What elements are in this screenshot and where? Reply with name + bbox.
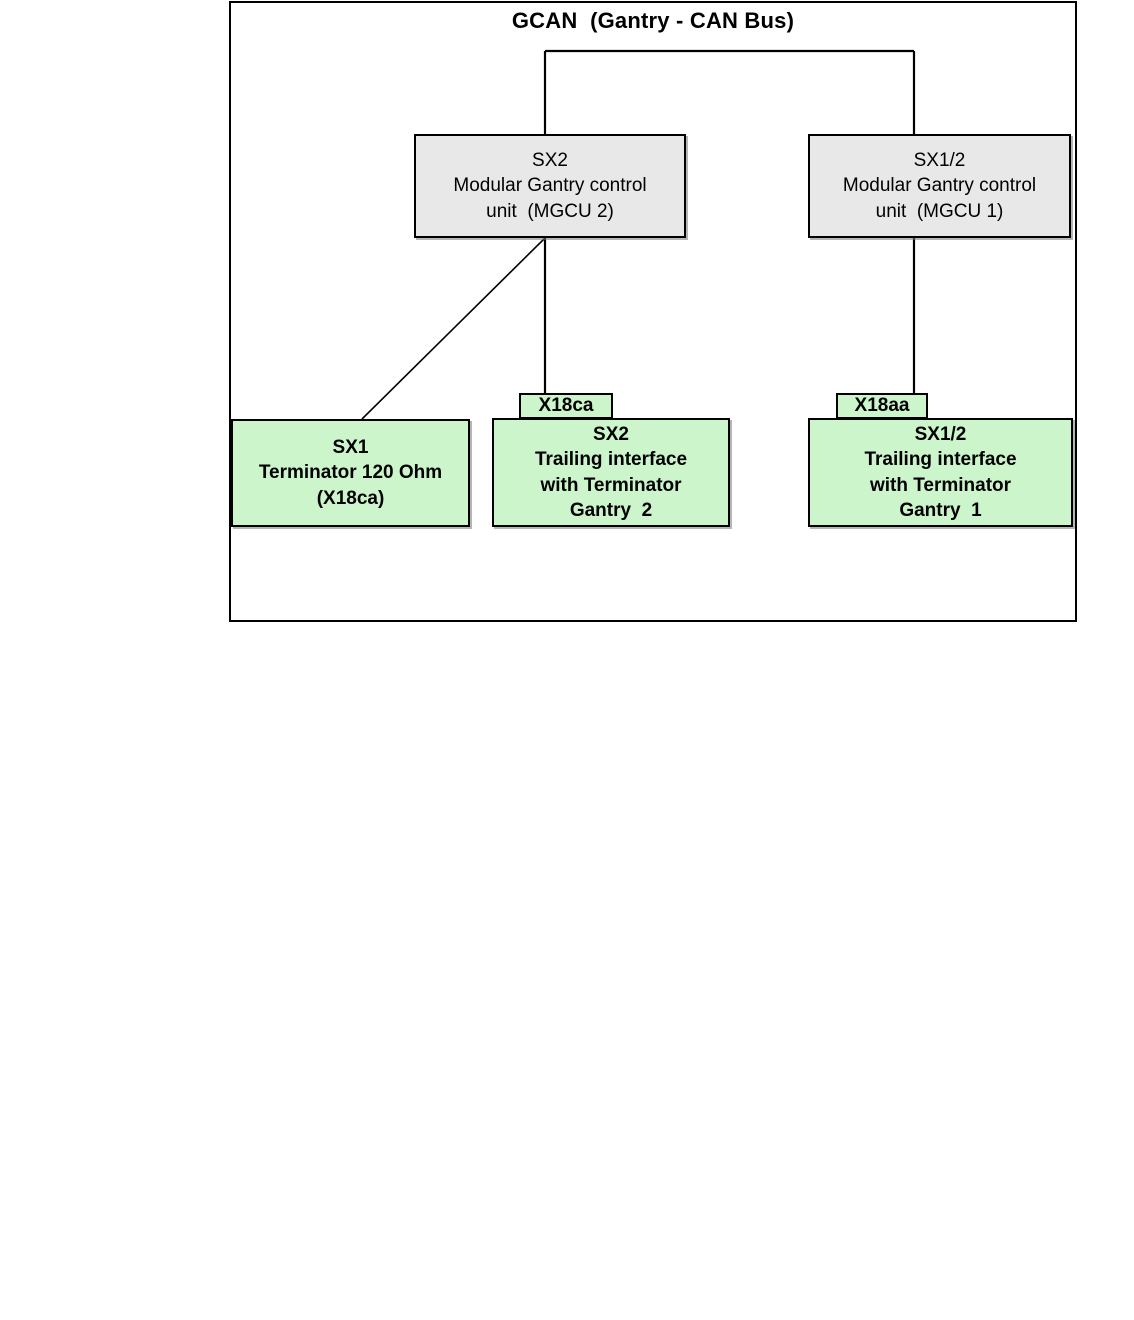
connector-tab-x18aa-label: X18aa — [854, 395, 910, 416]
node-sx1-terminator-line2: Terminator 120 Ohm — [258, 462, 443, 484]
node-sx12-trailing-line2: Trailing interface — [864, 449, 1017, 471]
node-sx2-trailing-line4: Gantry 2 — [569, 499, 653, 521]
node-sx1-terminator[interactable]: SX1 Terminator 120 Ohm (X18ca) — [231, 419, 470, 527]
node-mgcu1-line1: SX1/2 — [913, 150, 966, 172]
node-sx2-trailing-line1: SX2 — [593, 423, 629, 445]
connector-tab-x18aa[interactable]: X18aa — [836, 393, 928, 419]
node-mgcu2-line1: SX2 — [532, 150, 568, 172]
node-mgcu2-line2: Modular Gantry control — [453, 175, 647, 197]
node-sx12-trailing-line3: with Terminator — [869, 474, 1012, 496]
diagram-frame — [229, 1, 1077, 622]
node-mgcu1[interactable]: SX1/2 Modular Gantry control unit (MGCU … — [808, 134, 1071, 238]
node-mgcu1-line3: unit (MGCU 1) — [875, 200, 1004, 222]
connector-tab-x18ca[interactable]: X18ca — [519, 393, 613, 419]
node-sx12-trailing-interface[interactable]: SX1/2 Trailing interface with Terminator… — [808, 418, 1073, 527]
diagram-title: GCAN (Gantry - CAN Bus) — [511, 8, 795, 33]
node-sx12-trailing-line4: Gantry 1 — [899, 499, 982, 521]
node-mgcu2[interactable]: SX2 Modular Gantry control unit (MGCU 2) — [414, 134, 686, 238]
node-mgcu2-line3: unit (MGCU 2) — [486, 200, 614, 222]
node-sx1-terminator-line1: SX1 — [332, 437, 369, 459]
node-sx2-trailing-line2: Trailing interface — [534, 449, 688, 471]
connector-tab-x18ca-label: X18ca — [538, 395, 594, 416]
node-sx2-trailing-line3: with Terminator — [540, 474, 682, 496]
node-sx12-trailing-line1: SX1/2 — [914, 423, 967, 445]
node-mgcu1-line2: Modular Gantry control — [842, 175, 1037, 197]
node-sx2-trailing-interface[interactable]: SX2 Trailing interface with Terminator G… — [492, 418, 730, 527]
node-sx1-terminator-line3: (X18ca) — [316, 487, 385, 509]
